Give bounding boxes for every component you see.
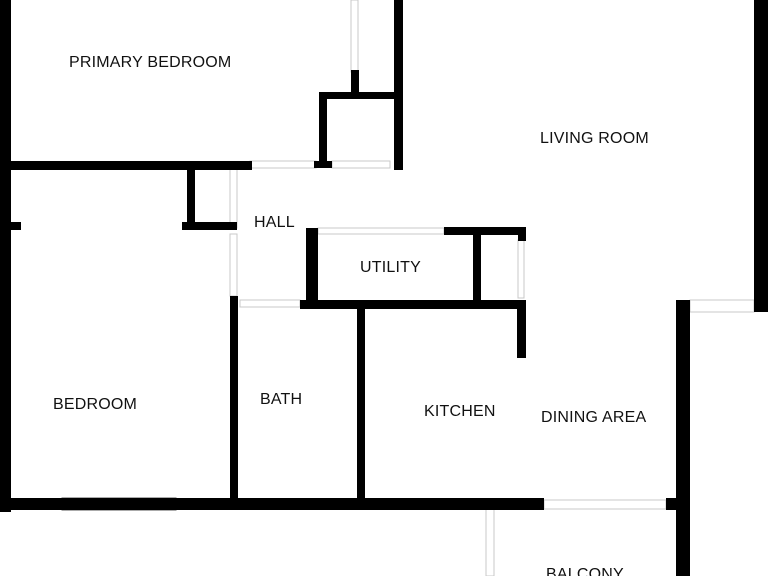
living-room-opening [689,299,755,313]
wall-kitchen-dining [517,300,526,358]
wall-dining-right [676,300,690,576]
room-label-living-room: LIVING ROOM [540,130,649,147]
room-label-bath: BATH [260,391,303,408]
wall-utility-inner [473,234,481,302]
closet-door-opening [350,0,359,73]
wall-utility-left [306,228,318,308]
wall-closet-top [322,92,398,99]
wall-closet-stub [351,70,359,98]
room-label-hall: HALL [254,214,295,231]
wall-bottom-main [0,498,544,510]
balcony-rail [485,507,495,576]
room-label-balcony: BALCONY [546,566,624,576]
wall-closet-right [394,0,403,170]
wall-bedroom-closet-right [187,168,195,230]
room-label-bedroom: BEDROOM [53,396,138,413]
wall-closet-left [319,92,327,168]
bath-door-opening [239,299,301,308]
utility-door-opening [317,227,445,235]
wall-utility-right-stub [518,227,526,241]
wall-outer-left [0,0,11,512]
wall-closet-corner [314,161,332,168]
wall-utility-top-right [444,227,526,235]
room-label-dining-area: DINING AREA [541,409,647,426]
utility-side-opening [517,239,525,299]
closet-opening [331,160,391,169]
hall-left-opening-lower [229,233,238,297]
wall-left-stub [11,222,21,230]
wall-bedroom-closet-bottom [182,222,237,230]
room-label-kitchen: KITCHEN [424,403,496,420]
room-label-primary-bedroom: PRIMARY BEDROOM [69,54,232,71]
wall-bath-kitchen [357,306,365,500]
hall-left-opening-upper [229,167,238,229]
wall-hall-bedroom [230,296,238,500]
hall-top-opening [249,160,317,169]
wall-outer-right [754,0,768,312]
balcony-door-opening [543,499,667,510]
wall-utility-bottom [300,300,526,309]
wall-bedroom-top [11,161,252,170]
room-label-utility: UTILITY [360,259,421,276]
